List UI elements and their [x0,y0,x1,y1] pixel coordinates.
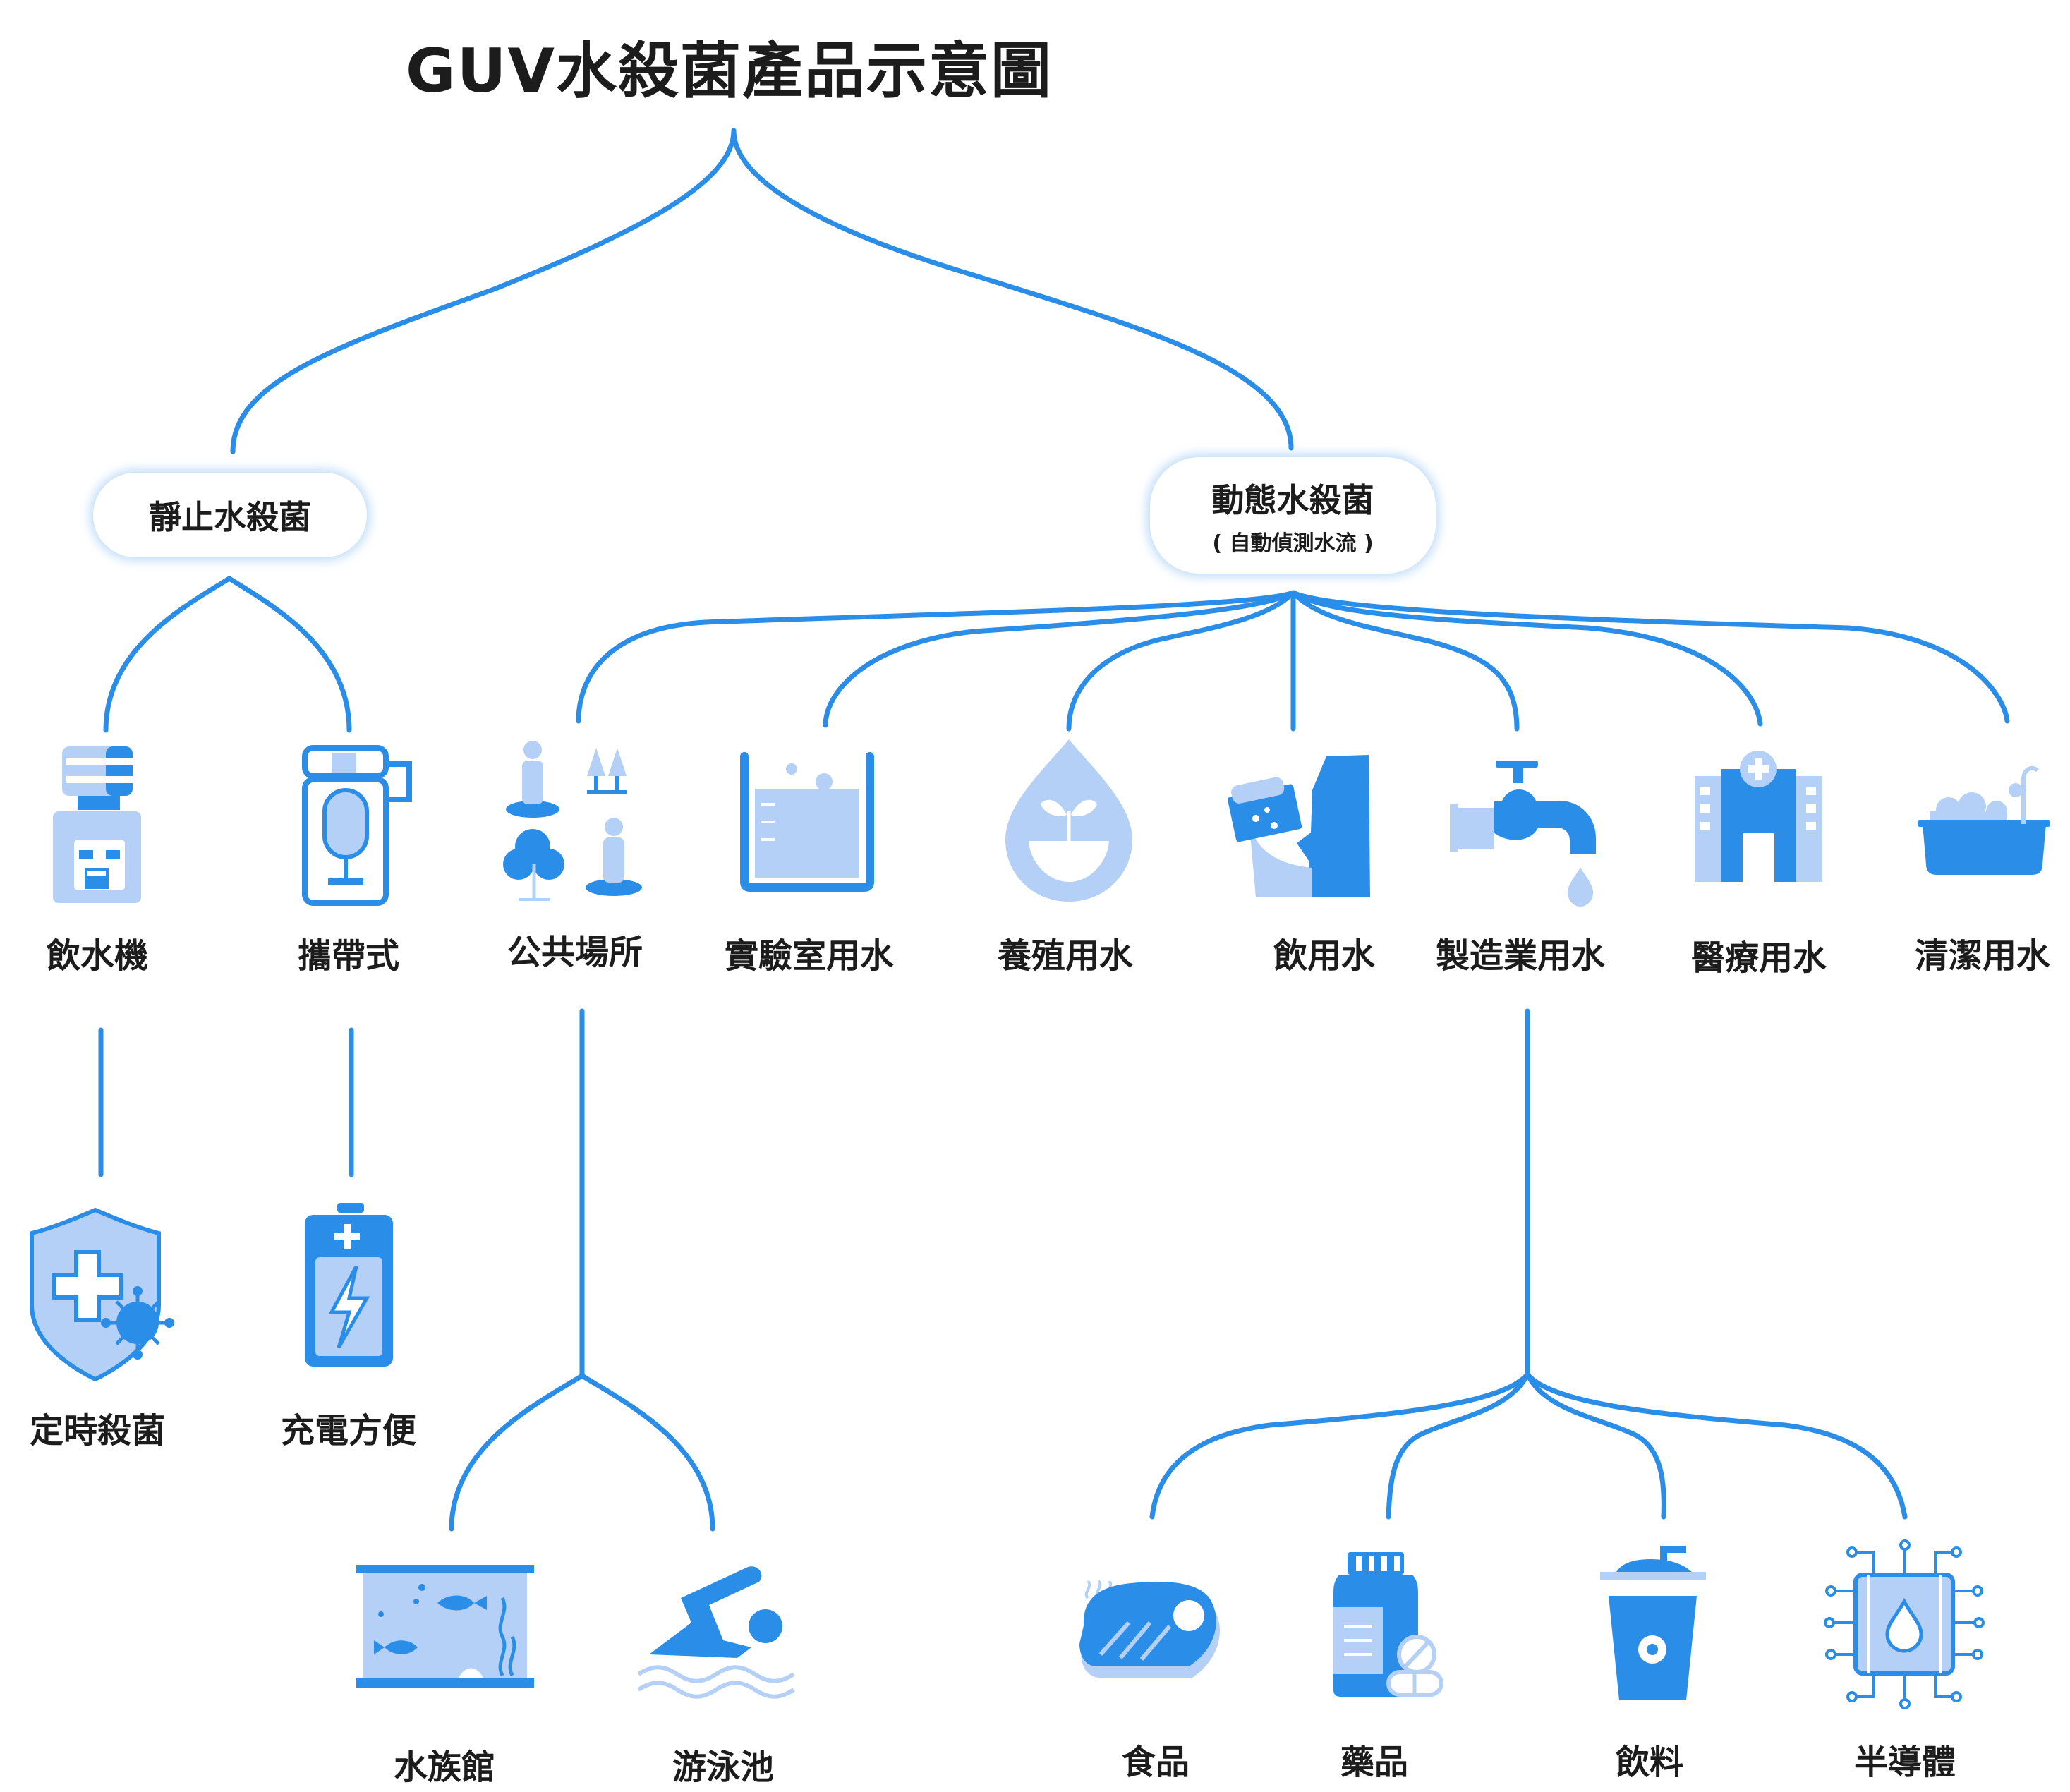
chip-icon [1824,1539,1985,1709]
item-label-cleaning-water: 清潔用水 [1914,936,2051,976]
sub-label-medicine: 藥品 [1340,1743,1409,1782]
portable-bottle-icon [302,745,412,906]
aquarium-icon [356,1565,534,1688]
sub-label-swimming-pool: 游泳池 [672,1748,775,1787]
water-drop-sprout-icon [1005,739,1132,902]
drink-cup-icon [1600,1546,1706,1700]
connector-root-dynamic [731,128,1294,451]
connector-dynamic-cleaning [1290,590,2010,724]
swimmer-icon [637,1566,795,1699]
item-label-water-dispenser: 飲水機 [46,936,149,976]
connector-manufacturing-food [1149,1372,1530,1520]
item-label-drinking-water: 飲用水 [1273,936,1376,976]
connector-manufacturing-chip [1525,1372,1908,1520]
connector-static-portable [226,576,352,733]
connector-dynamic-manufacturing [1290,590,1520,732]
item-label-lab-water: 實驗室用水 [724,936,895,976]
sub-label-semiconductor: 半導體 [1853,1743,1956,1782]
feature-label-easy-charge: 充電方便 [280,1411,417,1451]
connector-dynamic-lab [823,590,1296,728]
category-dynamic-sublabel: ( 自動偵測水流 ) [1212,531,1374,556]
connector-public-aquarium [449,1373,585,1532]
connector-public-pool [579,1373,715,1532]
category-static: 靜止水殺菌 [93,473,367,557]
sub-label-food: 食品 [1121,1743,1190,1782]
water-dispenser-icon [53,746,141,903]
item-label-medical-water: 醫療用水 [1690,938,1827,978]
item-label-portable: 攜帶式 [297,936,400,976]
connector-dynamic-public [576,590,1296,724]
category-dynamic: 動態水殺菌 ( 自動偵測水流 ) [1150,457,1436,574]
steak-icon [1079,1580,1220,1678]
connector-dynamic-medical [1290,590,1763,727]
sub-label-beverage: 飲料 [1615,1743,1684,1782]
faucet-icon [1450,761,1596,907]
connector-dynamic-aquaculture [1066,590,1296,732]
item-label-manufacturing-water: 製造業用水 [1435,936,1606,976]
shield-virus-icon [30,1207,174,1382]
category-static-label: 靜止水殺菌 [149,498,311,536]
bathtub-icon [1918,765,2050,875]
connector-manufacturing-medicine [1386,1372,1530,1520]
category-dynamic-label: 動態水殺菌 [1211,480,1374,519]
hospital-icon [1695,751,1822,882]
medicine-bottle-icon [1333,1552,1443,1697]
page-title: GUV水殺菌產品示意圖 [406,36,1053,107]
connector-static-dispenser [103,576,232,733]
connector-manufacturing-drink [1525,1372,1666,1520]
battery-charge-icon [305,1203,393,1367]
public-place-icon [503,741,642,901]
feature-label-timed-sterilize: 定時殺菌 [29,1411,166,1451]
connector-root-static [230,128,737,454]
sub-label-aquarium: 水族館 [393,1748,496,1787]
item-label-public-place: 公共場所 [507,933,643,972]
item-label-aquaculture-water: 養殖用水 [997,936,1134,976]
drinking-cup-icon [1228,755,1370,897]
beaker-icon [740,752,874,892]
